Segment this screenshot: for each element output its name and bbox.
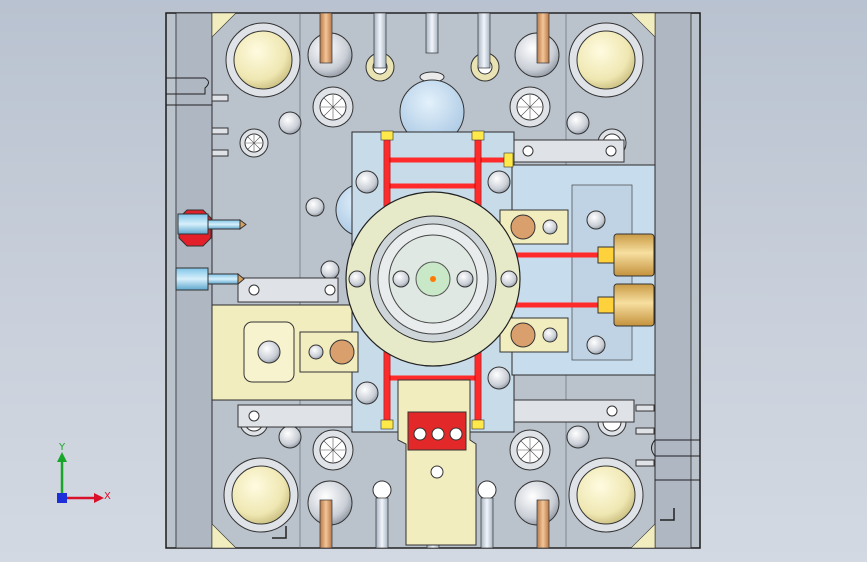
corner-block-bl xyxy=(211,523,237,549)
water-connector-lower[interactable] xyxy=(597,283,655,327)
cavity-insert[interactable] xyxy=(345,191,521,367)
cooling-plugs[interactable] xyxy=(380,130,514,430)
water-connector-upper[interactable] xyxy=(597,233,655,277)
side-set-screws-left xyxy=(211,94,655,467)
y-axis-label: Y xyxy=(59,442,66,453)
guide-pillar-br[interactable] xyxy=(568,457,644,533)
stripper-tab[interactable] xyxy=(397,379,477,546)
z-axis-marker xyxy=(57,493,67,503)
corner-block-br xyxy=(630,523,656,549)
cap-screws[interactable] xyxy=(278,111,590,449)
side-bolt-socket[interactable] xyxy=(175,267,245,291)
side-bolt-hex[interactable] xyxy=(177,209,247,247)
axis-triad: Y X xyxy=(48,440,118,510)
guide-pillar-bl[interactable] xyxy=(223,457,299,533)
ejector-pin-row-top[interactable] xyxy=(307,12,560,83)
corner-block-tl xyxy=(211,12,237,38)
corner-block-tr xyxy=(630,12,656,38)
guide-pillar-tl[interactable] xyxy=(225,22,301,98)
x-axis-label: X xyxy=(104,491,111,502)
guide-pillar-tr[interactable] xyxy=(568,22,644,98)
channel-port-fittings[interactable] xyxy=(355,170,511,405)
right-rail[interactable] xyxy=(654,12,692,549)
